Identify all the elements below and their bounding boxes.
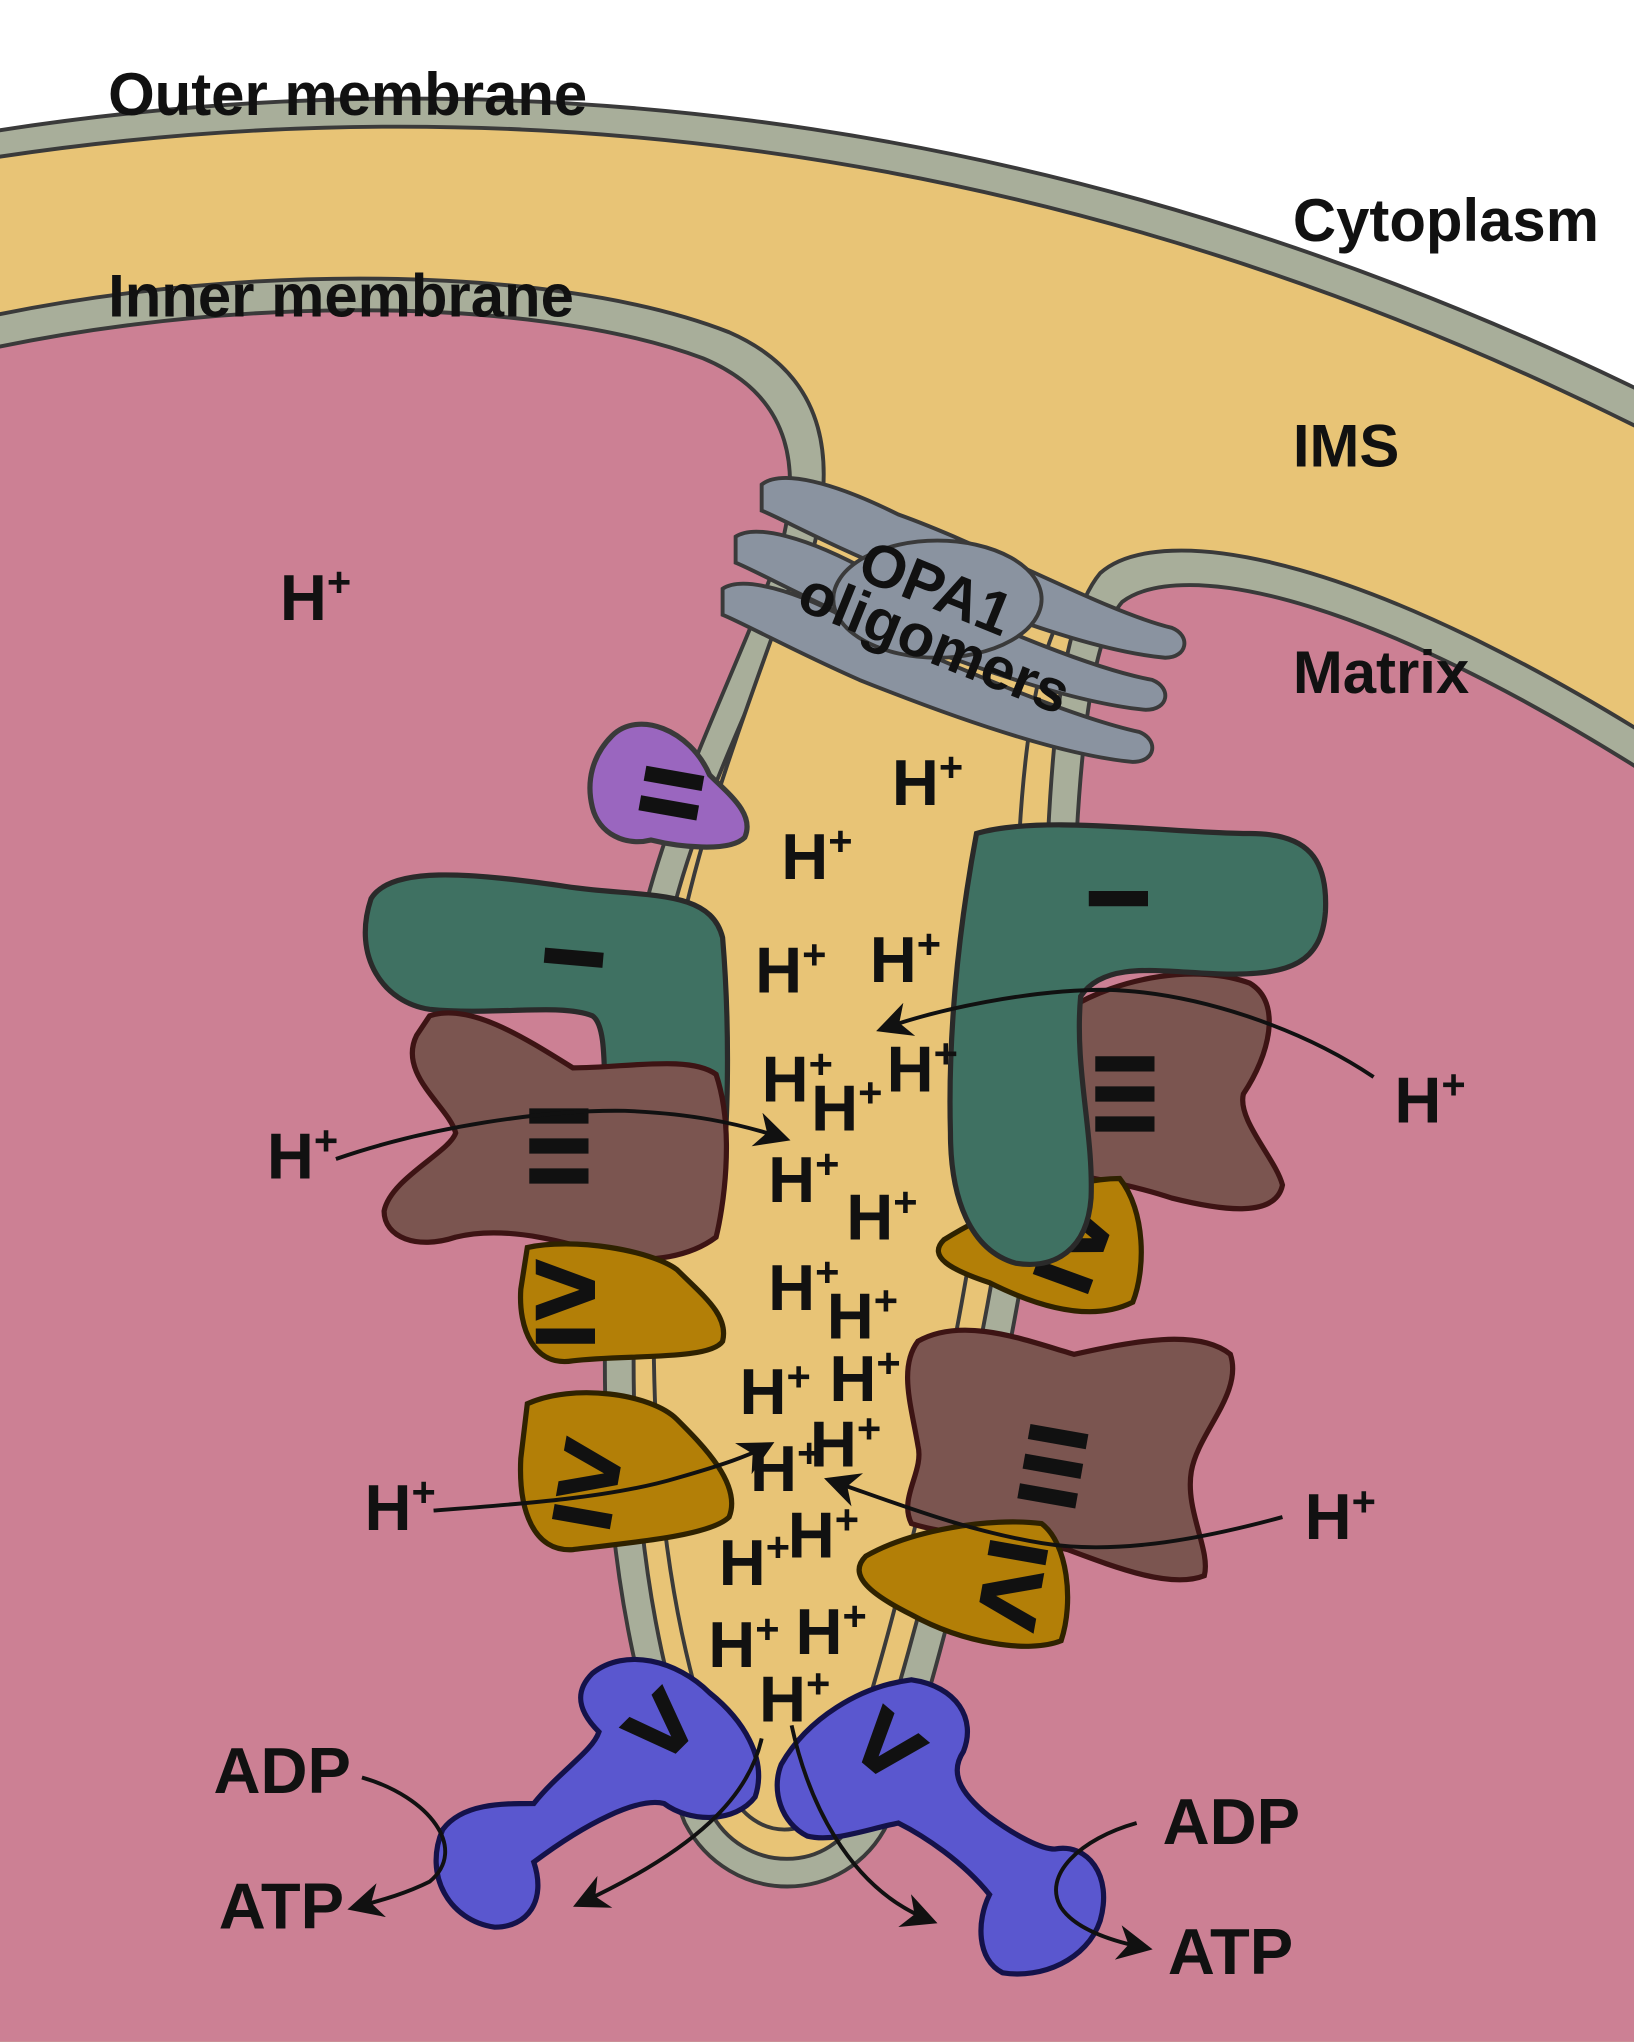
complex-iv-left-upper-body <box>517 1241 727 1365</box>
proton-label: H+ <box>811 1069 882 1144</box>
proton-label: H+ <box>740 1353 811 1428</box>
proton-label: H+ <box>892 743 963 818</box>
proton-arrow-upper-left <box>335 1108 791 1161</box>
complex-i-right-body <box>947 822 1329 1267</box>
proton-label: H+ <box>719 1523 790 1598</box>
proton-label: H+ <box>870 921 941 996</box>
complex-iii-right-upper-label: III <box>1081 1049 1175 1139</box>
complex-iv-left-upper: IV <box>517 1241 727 1365</box>
ims-label: IMS <box>1293 412 1399 479</box>
inner-membrane-label: Inner membrane <box>108 263 574 330</box>
complex-iv-left-lower-label: IV <box>536 1432 645 1540</box>
adp-label-right: ADP <box>1163 1785 1300 1858</box>
proton-arrow-lower-right <box>824 1473 1283 1550</box>
proton-label: H+ <box>759 1660 830 1735</box>
proton-label: H+ <box>846 1178 917 1253</box>
proton-label: H+ <box>781 818 852 893</box>
proton-label: H+ <box>1305 1478 1376 1553</box>
proton-label: H+ <box>827 1277 898 1352</box>
proton-label: H+ <box>810 1405 881 1480</box>
complex-ii-body <box>587 721 750 850</box>
proton-label: H+ <box>365 1469 436 1544</box>
complex-iii-right-lower-label: III <box>996 1413 1104 1518</box>
proton-label: H+ <box>796 1592 867 1667</box>
complex-v-left-body <box>433 1656 762 1930</box>
complex-iii-right-lower: III <box>905 1327 1236 1583</box>
atp-label-left: ATP <box>219 1869 344 1942</box>
proton-arrow-lower-left <box>433 1442 775 1513</box>
complex-i-right-label: I <box>1074 884 1168 914</box>
proton-label: H+ <box>755 931 826 1006</box>
adp-label-left: ADP <box>214 1734 351 1807</box>
complex-iv-left-upper-label: IV <box>521 1258 615 1351</box>
proton-arrow-upper-right <box>876 987 1375 1079</box>
proton-arrow-synthase-right <box>789 1724 938 1927</box>
atp-label-right: ATP <box>1168 1915 1293 1988</box>
matrix-label: Matrix <box>1293 639 1469 706</box>
complex-iv-right-lower: IV <box>856 1519 1071 1649</box>
proton-label: H+ <box>280 559 351 634</box>
proton-label: H+ <box>750 1430 821 1505</box>
opa1-core <box>831 538 1044 660</box>
proton-label: H+ <box>788 1496 859 1571</box>
proton-label: H+ <box>708 1605 779 1680</box>
adp-atp-arrow-right <box>1054 1821 1153 1960</box>
complex-iv-right-lower-body <box>856 1519 1071 1649</box>
proton-label: H+ <box>829 1340 900 1415</box>
proton-label: H+ <box>887 1030 958 1105</box>
complex-iii-right-lower-body <box>905 1327 1236 1583</box>
complex-iv-right-lower-label: IV <box>956 1529 1065 1637</box>
complex-v-right-body <box>774 1677 1107 1977</box>
outer-membrane-label: Outer membrane <box>108 61 587 128</box>
proton-label: H+ <box>768 1249 839 1324</box>
adp-atp-arrow-left <box>347 1775 448 1918</box>
proton-label: H+ <box>762 1040 833 1115</box>
complex-iii-left: III <box>381 1010 730 1262</box>
proton-labels: H+ H+ H+ H+ H+ H+ H+ H+ H+ H+ H+ H+ H+ H… <box>267 559 1466 1736</box>
complex-v-right: V <box>774 1677 1107 1977</box>
cytoplasm-label: Cytoplasm <box>1293 187 1599 254</box>
complex-iv-left-lower: IV <box>517 1390 735 1553</box>
complex-iv-left-lower-body <box>517 1390 735 1553</box>
proton-arrow-synthase-left <box>573 1737 764 1908</box>
opa1-oligomers <box>720 476 1187 764</box>
complex-v-left: V <box>433 1656 762 1930</box>
proton-label: H+ <box>267 1117 338 1192</box>
complex-i-right: I <box>947 822 1329 1267</box>
proton-label: H+ <box>1394 1061 1465 1136</box>
complex-ii: II <box>587 721 750 850</box>
proton-label: H+ <box>768 1141 839 1216</box>
